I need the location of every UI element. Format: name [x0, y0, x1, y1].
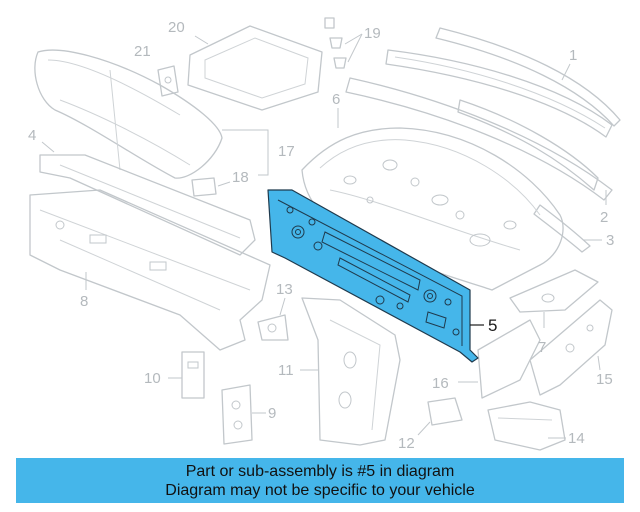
callout-8: 8 [80, 293, 88, 310]
part-19-clips [324, 17, 347, 69]
part-12-bracket [427, 397, 463, 426]
part-18-bracket [191, 177, 217, 197]
callout-19: 19 [364, 25, 381, 42]
callout-10: 10 [144, 370, 161, 387]
part-13-gusset [257, 314, 289, 341]
part-8-floor-frame [29, 189, 271, 351]
part-5-highlighted-panel [267, 189, 479, 363]
leader-4 [41, 141, 55, 153]
callout-21: 21 [134, 43, 151, 60]
callout-11: 11 [278, 362, 294, 379]
part-14-extension [487, 401, 566, 451]
part-20-tray [187, 25, 323, 111]
leader-1 [561, 63, 571, 81]
part-2-rail [345, 77, 613, 253]
info-banner: Part or sub-assembly is #5 in diagram Di… [16, 458, 624, 503]
callout-9: 9 [268, 405, 276, 422]
leader-12 [417, 421, 431, 436]
leader-15 [597, 355, 601, 371]
part-4-cross-member [39, 154, 256, 256]
callout-16: 16 [432, 375, 449, 392]
callout-4: 4 [28, 127, 36, 144]
part-15-side-member [529, 299, 613, 396]
callout-13: 13 [276, 281, 293, 298]
leader-17 [222, 129, 269, 176]
callout-18: 18 [232, 169, 249, 186]
callout-1: 1 [569, 47, 577, 64]
callout-14: 14 [568, 430, 585, 447]
part-17-shelf [34, 49, 223, 179]
part-7-bracket [509, 269, 599, 313]
part-21-bracket [157, 65, 179, 97]
part-10-bracket [181, 351, 205, 399]
callout-15: 15 [596, 371, 613, 388]
callout-20: 20 [168, 19, 185, 36]
leader-20 [194, 35, 209, 45]
callout-2: 2 [600, 209, 608, 226]
leader-13 [279, 297, 286, 316]
parts-diagram: 1 2 3 6 20 19 2 [28, 17, 621, 452]
callout-3: 3 [606, 232, 614, 249]
banner-line-1: Part or sub-assembly is #5 in diagram [185, 462, 455, 480]
callout-12: 12 [398, 435, 415, 452]
leader-18 [217, 181, 231, 187]
leader-19 [344, 33, 363, 45]
part-9-bracket [221, 384, 253, 445]
callout-5: 5 [488, 316, 497, 335]
part-1-rail [385, 27, 621, 138]
leader-19b [347, 33, 363, 63]
callout-6: 6 [332, 91, 340, 108]
callout-17: 17 [278, 143, 295, 160]
part-11-pillar [301, 297, 401, 446]
banner-line-2: Diagram may not be specific to your vehi… [165, 481, 475, 499]
callout-7: 7 [538, 339, 546, 356]
